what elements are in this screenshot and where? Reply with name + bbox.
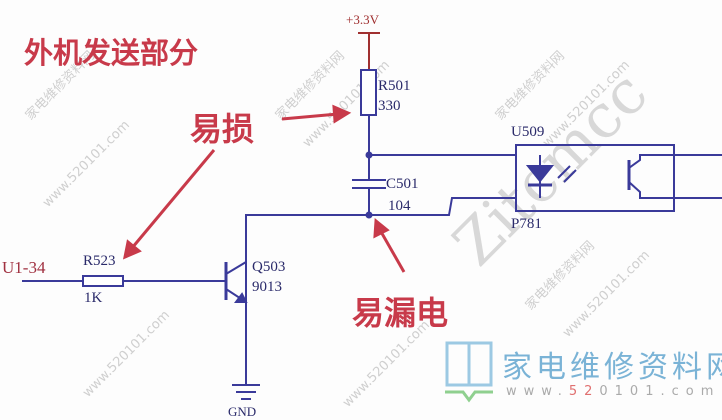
input-label: U1-34 (2, 258, 46, 277)
u509-ref: U509 (511, 124, 545, 140)
wire (245, 197, 516, 302)
q503-part: 9013 (252, 279, 282, 295)
ground-label: GND (228, 404, 257, 419)
logo-url: www.520101.com (506, 384, 721, 399)
r523-body (82, 275, 124, 287)
u509-body (515, 144, 675, 212)
r501-body (360, 69, 377, 116)
r523-value: 1K (84, 290, 103, 306)
c501-ref: C501 (386, 176, 419, 192)
led-icon (525, 165, 555, 183)
q503-emitter (225, 288, 247, 385)
annotation-fragile: 易损 (190, 110, 255, 148)
c501-value: 104 (388, 198, 411, 214)
q503-collector (225, 215, 247, 275)
junction-node (365, 151, 373, 159)
arrow-icon (122, 239, 142, 260)
arrow-icon (373, 217, 390, 239)
logo-name: 家电维修资料网 (502, 350, 722, 385)
r501-ref: R501 (378, 78, 411, 94)
r523-ref: R523 (83, 253, 116, 269)
u509-part: P781 (511, 216, 542, 232)
r501-value: 330 (378, 98, 401, 114)
q503-ref: Q503 (252, 259, 286, 275)
logo-book-icon (445, 341, 493, 403)
supply-label: +3.3V (346, 12, 379, 27)
arrow-icon (332, 104, 352, 124)
junction-node (365, 211, 373, 219)
diagram-title: 外机发送部分 (24, 36, 199, 70)
q503-emitter-arrow (234, 292, 248, 303)
annotation-leakage: 易漏电 (352, 294, 449, 332)
